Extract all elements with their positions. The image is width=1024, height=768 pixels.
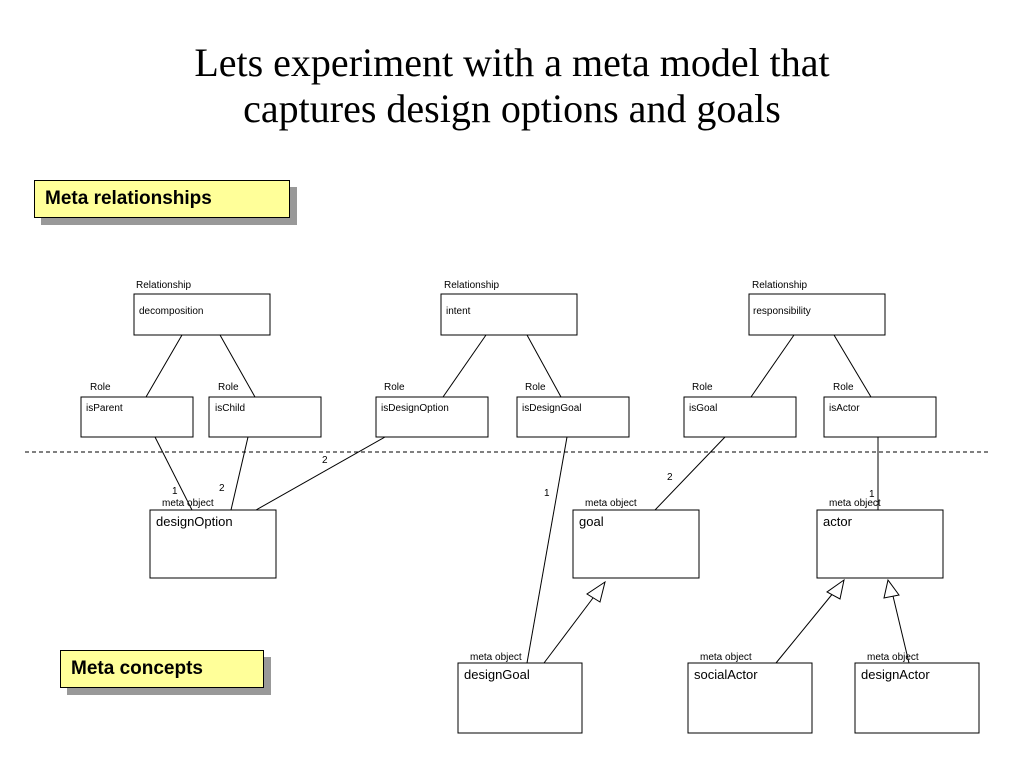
meta-object-label-designgoal: meta object [470,652,522,663]
role-name-ischild: isChild [215,403,245,414]
multiplicity-ischild: 2 [219,483,225,494]
relationship-box-responsibility[interactable] [748,293,886,336]
connector-isdesignoption-designoption [255,436,386,511]
meta-object-name-actor: actor [823,514,853,529]
multiplicity-isactor: 1 [869,489,875,500]
role-box-ischild[interactable] [208,396,322,438]
connector-responsibility-isactor [833,334,872,398]
meta-object-label-goal: meta object [585,498,637,509]
meta-object-box-goal[interactable] [572,509,700,579]
multiplicity-isgoal: 2 [667,472,673,483]
meta-object-name-designactor: designActor [861,667,930,682]
meta-object-box-designgoal[interactable] [457,662,583,734]
slide-title-line-1: Lets experiment with a meta model that [194,40,830,85]
meta-object-name-socialactor: socialActor [694,667,758,682]
meta-object-label-designoption: meta object [162,498,214,509]
connector-responsibility-isgoal [750,334,795,398]
meta-object-name-designgoal: designGoal [464,667,530,682]
connector-intent-isdesignoption [442,334,487,398]
connector-isparent-designoption [154,436,193,511]
role-box-isparent[interactable] [80,396,194,438]
meta-object-box-designactor[interactable] [854,662,980,734]
slide-title: Lets experiment with a meta model that c… [0,40,1024,132]
role-box-isgoal[interactable] [683,396,797,438]
meta-object-name-designoption: designOption [156,514,233,529]
relationship-name-intent: intent [446,306,471,317]
role-box-isactor[interactable] [823,396,937,438]
role-name-isgoal: isGoal [689,403,717,414]
relationship-box-intent[interactable] [440,293,578,336]
inheritance-arrowhead-actor-social [826,578,845,600]
meta-object-box-actor[interactable] [816,509,944,579]
meta-object-label-actor: meta object [829,498,881,509]
connector-decomposition-isparent [145,334,183,398]
role-box-isdesignoption[interactable] [375,396,489,438]
meta-object-box-designoption[interactable] [149,509,277,579]
multiplicity-isdesignoption: 2 [322,455,328,466]
connector-intent-isdesigngoal [526,334,562,398]
role-name-isdesignoption: isDesignOption [381,403,449,414]
inheritance-arrowhead-goal [586,580,606,603]
connector-decomposition-ischild [219,334,256,398]
inheritance-line-socialactor-actor [775,591,835,664]
role-label-ischild: Role [218,382,239,393]
role-label-isdesignoption: Role [384,382,405,393]
meta-object-box-socialactor[interactable] [687,662,813,734]
relationship-label-intent: Relationship [444,280,499,291]
role-label-isgoal: Role [692,382,713,393]
role-label-isactor: Role [833,382,854,393]
inheritance-line-designgoal-goal [543,593,597,664]
relationship-name-decomposition: decomposition [139,306,203,317]
meta-object-label-designactor: meta object [867,652,919,663]
meta-relationships-note: Meta relationships [34,180,290,218]
slide-title-line-2: captures design options and goals [243,86,781,131]
meta-concepts-note: Meta concepts [60,650,264,688]
role-name-isactor: isActor [829,403,860,414]
relationship-name-responsibility: responsibility [753,306,811,317]
multiplicity-isparent: 1 [172,486,178,497]
connector-ischild-designoption [230,436,249,511]
role-box-isdesigngoal[interactable] [516,396,630,438]
connector-isdesigngoal-designgoal [526,436,568,664]
role-label-isparent: Role [90,382,111,393]
relationship-label-decomposition: Relationship [136,280,191,291]
inheritance-arrowhead-actor-design [883,578,900,599]
relationship-label-responsibility: Relationship [752,280,807,291]
role-name-isparent: isParent [86,403,123,414]
role-name-isdesigngoal: isDesignGoal [522,403,581,414]
meta-object-label-socialactor: meta object [700,652,752,663]
multiplicity-isdesigngoal: 1 [544,488,550,499]
relationship-box-decomposition[interactable] [133,293,271,336]
role-label-isdesigngoal: Role [525,382,546,393]
meta-object-name-goal: goal [579,514,604,529]
connector-isgoal-goal [654,436,726,511]
inheritance-line-designactor-actor [892,595,910,664]
